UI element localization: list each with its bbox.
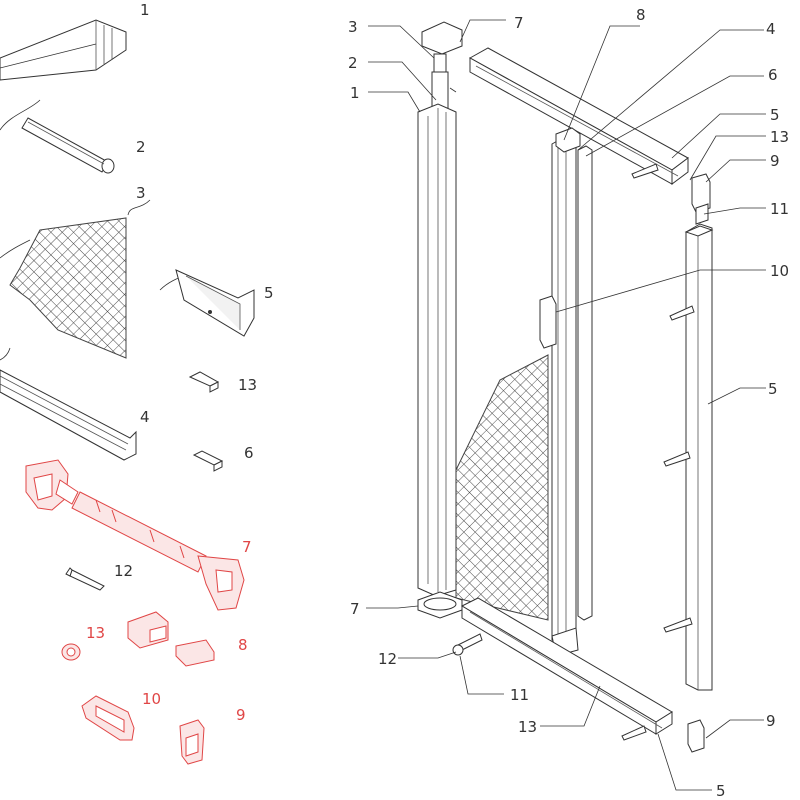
parts-label-10: 10: [142, 690, 161, 708]
part-2-tube-icon: [0, 99, 115, 174]
callout-11-top: 11: [770, 200, 789, 218]
callout-7-bottom: 7: [350, 600, 360, 618]
part-4-profile-icon: [0, 347, 137, 461]
part-8-end-cap-icon: [127, 611, 215, 667]
parts-label-7: 7: [242, 538, 252, 556]
parts-label-4: 4: [140, 408, 150, 426]
callout-10: 10: [770, 262, 789, 280]
parts-label-1: 1: [140, 1, 150, 19]
leader-lines: [366, 19, 766, 791]
part-13-knob-icon: [61, 643, 81, 661]
parts-list: 1 2 3 5 13 4 6 7 12 13 8 10 9: [0, 1, 274, 765]
callout-5-side: 5: [768, 380, 778, 398]
parts-label-8: 8: [238, 636, 248, 654]
parts-label-12: 12: [114, 562, 133, 580]
callout-4: 4: [766, 20, 776, 38]
callout-13-bottom: 13: [518, 718, 537, 736]
callout-11-bottom: 11: [510, 686, 529, 704]
callout-3: 3: [348, 18, 358, 36]
part-13-pin-icon: [188, 371, 220, 393]
callout-12: 12: [378, 650, 397, 668]
callout-8: 8: [636, 6, 646, 24]
callout-9-top: 9: [770, 152, 780, 170]
parts-label-2: 2: [136, 138, 146, 156]
callout-5-bottom: 5: [716, 782, 726, 800]
mesh-panel: [455, 354, 549, 621]
parts-label-13-red: 13: [86, 624, 105, 642]
callout-6: 6: [768, 66, 778, 84]
side-screws: [631, 163, 695, 633]
part-6-clip-icon: [192, 450, 224, 472]
part-10-handle-icon: [81, 695, 135, 741]
assembly-view: 3 7 8 4 2 6 1 5 13 9 11 10 5 7 12 11 13 …: [348, 6, 789, 800]
parts-label-6: 6: [244, 444, 254, 462]
callout-13-top: 13: [770, 128, 789, 146]
parts-label-3: 3: [136, 184, 146, 202]
callout-5-top: 5: [770, 106, 780, 124]
part-7-roller-assembly-icon: [25, 459, 245, 611]
callout-7-top: 7: [514, 14, 524, 32]
part-12-screw-icon: [65, 567, 105, 591]
parts-label-9: 9: [236, 706, 246, 724]
callout-1: 1: [350, 84, 360, 102]
part-5-profile-icon: [159, 269, 255, 337]
parts-label-13: 13: [238, 376, 257, 394]
part-1-profile-icon: [0, 19, 127, 81]
callout-2: 2: [348, 54, 358, 72]
callout-9-bottom: 9: [766, 712, 776, 730]
parts-label-5: 5: [264, 284, 274, 302]
part-9-clip-icon: [179, 719, 205, 765]
part-3-mesh-icon: [0, 199, 151, 359]
